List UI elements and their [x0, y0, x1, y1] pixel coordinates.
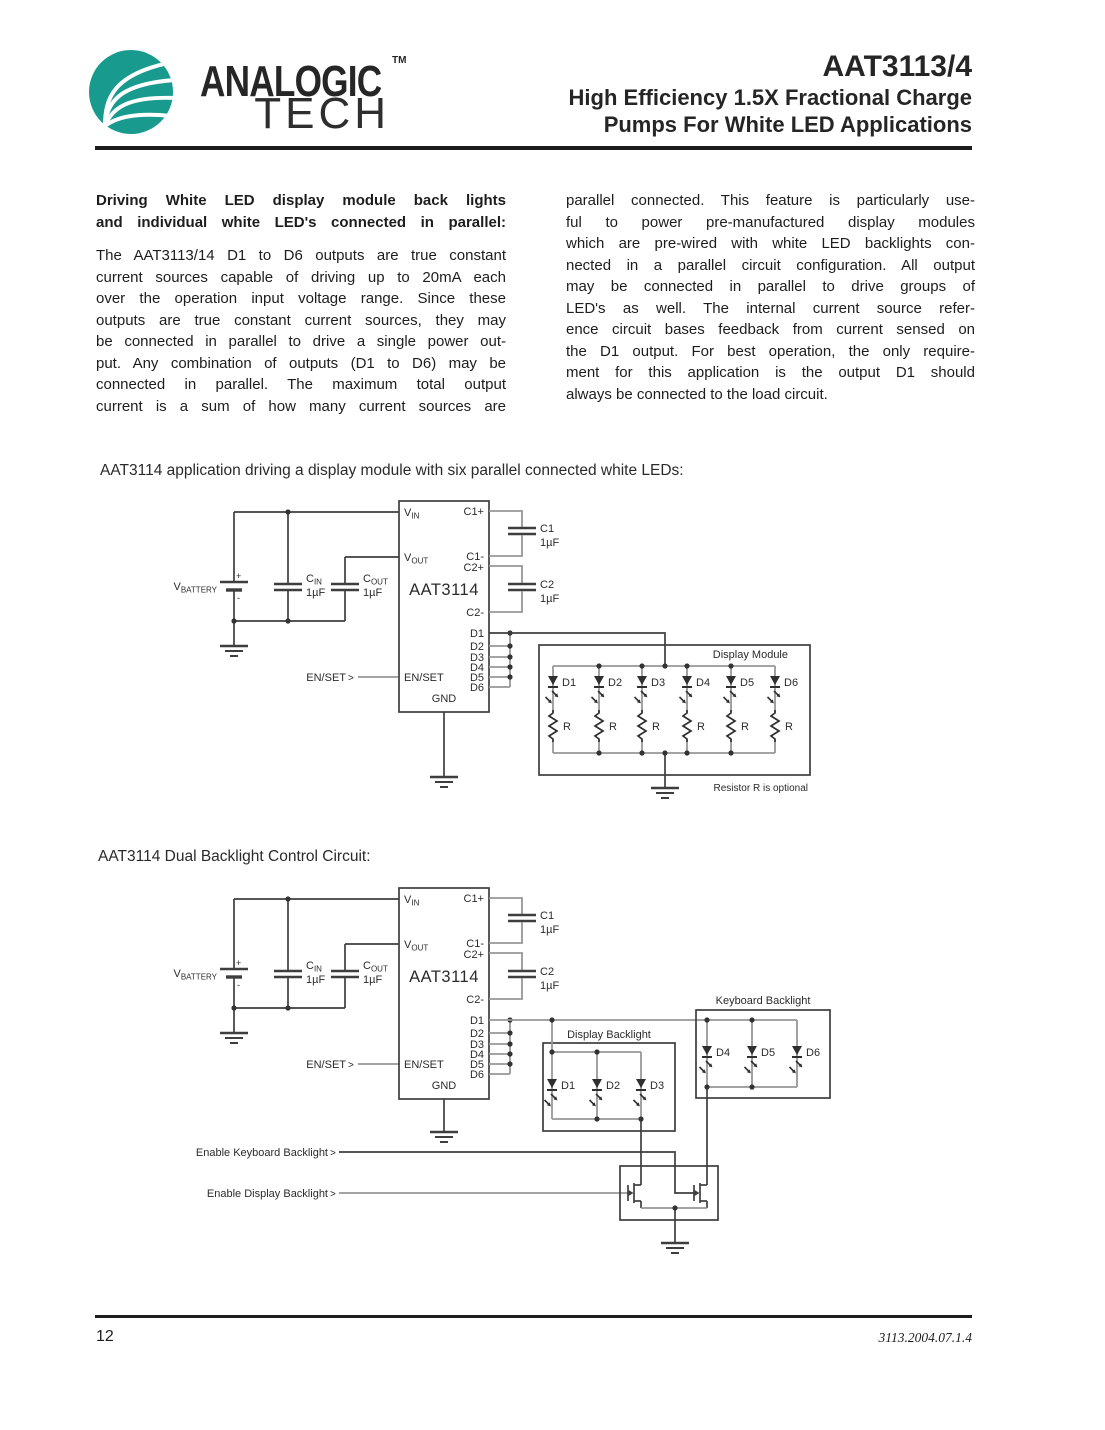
display-backlight-label: Display Backlight [567, 1029, 651, 1041]
heading-line: and individual white LED's connected in … [96, 213, 506, 231]
circuit2-schematic: Display Backlight D1 D2 D3 Keyboard Back… [160, 882, 831, 1255]
enable-keyboard-label: Enable Keyboard Backlight [196, 1147, 328, 1159]
body-line: put. Any combination of outputs (D1 to D… [96, 354, 506, 372]
led-label: D4 [716, 1047, 730, 1059]
resistor-label: R [563, 721, 571, 733]
part-number: AAT3113/4 [822, 50, 972, 83]
resistor-label: R [785, 721, 793, 733]
transistor-box [619, 1165, 719, 1221]
enable-display-arrow: > [330, 1189, 336, 1200]
doc-title-line1: High Efficiency 1.5X Fractional Charge [568, 85, 972, 110]
enable-display-label: Enable Display Backlight [207, 1188, 328, 1200]
heading-line: Driving White LED display module back li… [96, 192, 506, 209]
wire-enable-keyboard [339, 1151, 694, 1194]
resistor-label: R [652, 721, 660, 733]
doc-title-block: AAT3113/4 High Efficiency 1.5X Fractiona… [569, 50, 972, 138]
enable-keyboard-arrow: > [330, 1148, 336, 1159]
doc-title-line2: Pumps For White LED Applications [603, 112, 972, 137]
body-line: connected in parallel. The maximum total… [96, 376, 506, 393]
keyboard-backlight-wires [700, 1020, 803, 1088]
body-line: current sources capable of driving up to… [96, 268, 506, 286]
led-branches [546, 666, 781, 753]
led-label: D2 [608, 677, 622, 689]
body-line: be connected in parallel to drive a sing… [96, 333, 506, 350]
body-line: current is a sum of how many current sou… [96, 397, 506, 415]
intro-heading: Driving White LED display module back li… [96, 190, 506, 233]
led-label: D1 [561, 1080, 575, 1092]
brand-tech: TECH [254, 89, 390, 138]
resistor-label: R [609, 721, 617, 733]
display-module-box [538, 644, 811, 776]
keyboard-backlight-box [695, 1009, 831, 1099]
logo-circle [89, 50, 173, 134]
body-line: which are pre-wired with white LED backl… [566, 235, 975, 252]
circuit1-schematic: + - VBATTERY CIN 1µF [160, 495, 811, 800]
body-line: over the operation input voltage range. … [96, 290, 506, 307]
intro-left-column: The AAT3113/14 D1 to D6 outputs are true… [96, 245, 506, 417]
body-line: nected in a parallel circuit configurati… [566, 256, 975, 274]
body-line: LED's as well. The internal current sour… [566, 299, 975, 317]
wire-d1-trunk [489, 632, 666, 666]
body-line: The AAT3113/14 D1 to D6 outputs are true… [96, 247, 506, 264]
led-label: D3 [651, 677, 665, 689]
analogictech-logo [89, 50, 173, 134]
resistor-note: Resistor R is optional [714, 783, 808, 794]
brand-trademark: TM [392, 55, 407, 66]
led-label: D3 [650, 1080, 664, 1092]
body-line: the D1 output. For best operation, the o… [566, 342, 975, 360]
led-label: D5 [740, 677, 754, 689]
led-label: D6 [806, 1047, 820, 1059]
resistor-label: R [741, 721, 749, 733]
led-label: D1 [562, 677, 576, 689]
body-line: parallel connected. This feature is part… [566, 192, 975, 209]
logo-leaf-icon [103, 60, 173, 128]
display-module-label: Display Module [713, 649, 788, 661]
body-line: ment for this application is the output … [566, 364, 975, 381]
body-line: outputs are true constant current source… [96, 311, 506, 329]
keyboard-backlight-label: Keyboard Backlight [716, 995, 811, 1007]
display-backlight-box [542, 1042, 676, 1132]
header-rule [95, 146, 972, 150]
circuit2-caption: AAT3114 Dual Backlight Control Circuit: [98, 848, 371, 865]
body-line: may be connected in parallel to drive gr… [566, 278, 975, 295]
body-line: always be connected to the load circuit. [566, 385, 828, 403]
page-number: 12 [96, 1328, 114, 1345]
body-line: ence circuit bases feedback from current… [566, 321, 975, 338]
led-label: D6 [784, 677, 798, 689]
led-label: D5 [761, 1047, 775, 1059]
brand-analogic: ANALOGIC [200, 57, 382, 106]
body-line: ful to power pre-manufactured display mo… [566, 213, 975, 231]
led-label: D4 [696, 677, 710, 689]
led-label: D2 [606, 1080, 620, 1092]
circuit1-caption: AAT3114 application driving a display mo… [100, 462, 684, 479]
footer-rule [95, 1315, 972, 1318]
resistor-label: R [697, 721, 705, 733]
intro-right-column: parallel connected. This feature is part… [566, 190, 975, 405]
doc-revision: 3113.2004.07.1.4 [878, 1330, 973, 1345]
